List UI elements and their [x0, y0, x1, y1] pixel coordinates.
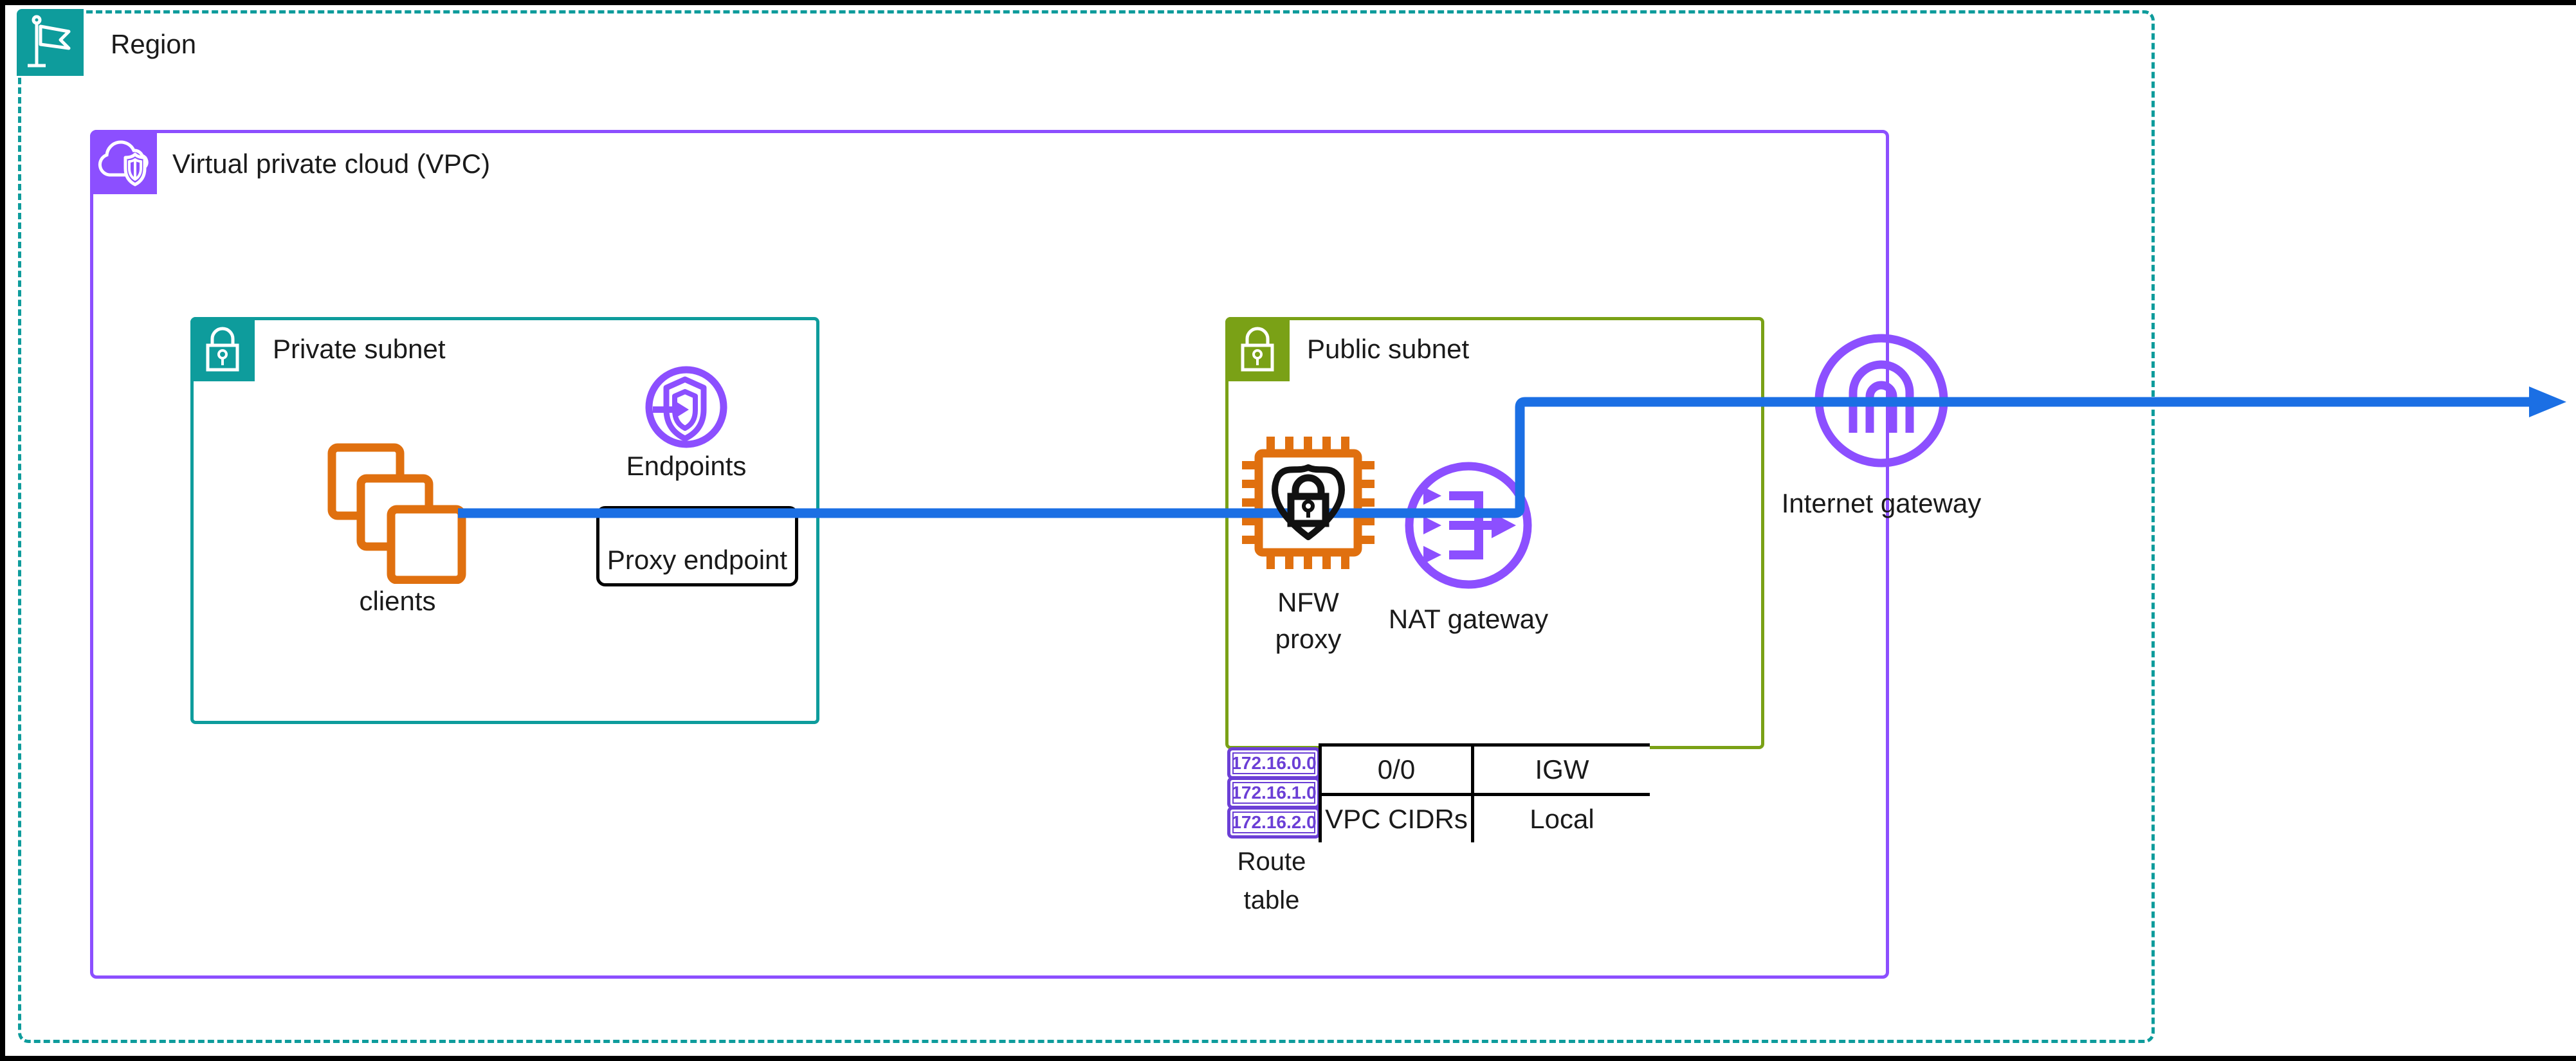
- internet-gateway-icon: [1811, 330, 1952, 475]
- lock-icon: [190, 317, 255, 381]
- nfw-proxy-label: NFW proxy: [1275, 587, 1342, 654]
- route-target: IGW: [1474, 747, 1650, 793]
- region-container: [18, 10, 2155, 1043]
- route-destination: VPC CIDRs: [1322, 796, 1471, 842]
- nat-gateway-label: NAT gateway: [1388, 604, 1549, 634]
- public-subnet-badge: [1225, 317, 1290, 381]
- route-target: Local: [1474, 796, 1650, 842]
- private-subnet-container: [190, 317, 819, 724]
- lock-icon: [1225, 317, 1290, 381]
- screenshot-frame-bottom: [0, 1056, 2576, 1061]
- nat-gateway-icon: [1398, 455, 1539, 599]
- cloud-shield-icon: [90, 130, 157, 194]
- clients-icon: [327, 442, 468, 587]
- screenshot-frame-top: [0, 0, 2576, 5]
- cidr-chip: 172.16.1.0: [1227, 777, 1320, 809]
- proxy-endpoint-box: Proxy endpoint: [596, 506, 798, 586]
- endpoints-icon: [635, 356, 738, 462]
- proxy-endpoint-label: Proxy endpoint: [607, 545, 788, 575]
- route-table: 0/0 IGW VPC CIDRs Local: [1319, 743, 1650, 842]
- private-subnet-badge: [190, 317, 255, 381]
- region-label: Region: [111, 29, 197, 59]
- internet-gateway-label: Internet gateway: [1781, 488, 1982, 518]
- route-table-caption: Route table: [1237, 848, 1306, 914]
- vpc-badge: [90, 130, 157, 194]
- region-badge: [17, 9, 84, 76]
- public-subnet-label: Public subnet: [1307, 334, 1470, 364]
- cidr-chip: 172.16.0.0: [1227, 747, 1320, 779]
- cidr-chip: 172.16.2.0: [1227, 806, 1320, 839]
- screenshot-frame-left: [0, 0, 5, 1061]
- vpc-label: Virtual private cloud (VPC): [172, 149, 491, 179]
- private-subnet-label: Private subnet: [273, 334, 446, 364]
- clients-label: clients: [359, 586, 436, 616]
- nfw-shield-lock-icon: [1241, 435, 1376, 574]
- route-destination: 0/0: [1322, 747, 1471, 793]
- endpoints-label: Endpoints: [626, 451, 747, 481]
- vpc-container: [90, 130, 1889, 979]
- flag-icon: [17, 9, 84, 76]
